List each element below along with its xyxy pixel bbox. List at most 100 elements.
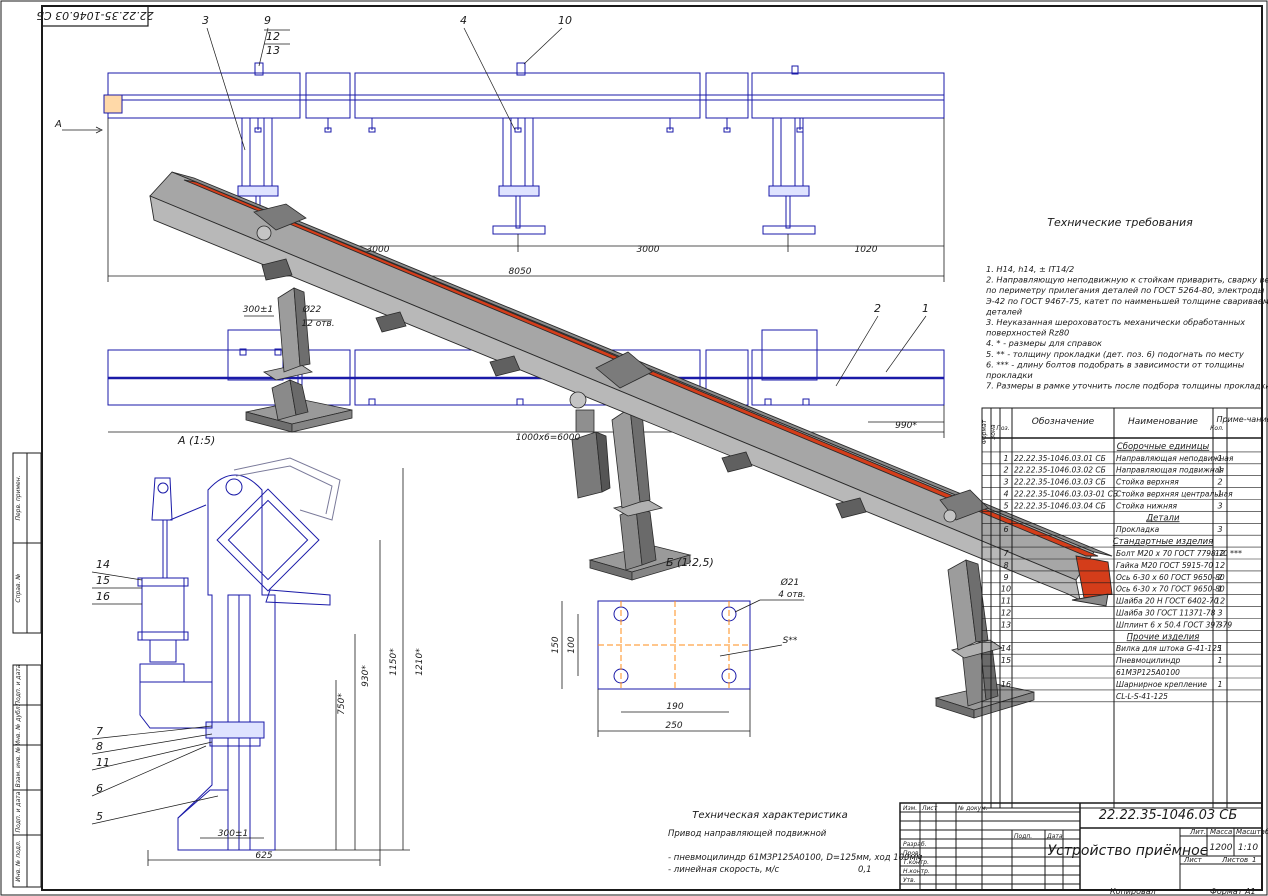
callout-number: 8 <box>96 740 103 753</box>
spec-qty: 3 <box>1217 525 1222 534</box>
spec-qty: 3 <box>1217 501 1222 510</box>
spec-table <box>981 407 1263 809</box>
sheets-label: Листов <box>1221 856 1248 864</box>
sidebar-label: Инв. № дубл. <box>15 704 22 745</box>
spec-qty: 12 <box>1215 597 1225 606</box>
tech-req-line: 3. Неуказанная шероховатость механически… <box>986 317 1245 327</box>
format-label: Формат А1 <box>1210 887 1256 896</box>
spec-name: Вилка для штока G-41-125 <box>1116 644 1222 653</box>
sheet-label: Лист <box>1183 856 1203 864</box>
bolt-hole <box>239 348 247 356</box>
iso-pedestal-center <box>571 407 692 581</box>
sidebar-label: Инв. № подл. <box>15 840 22 881</box>
tech-char-line: 0,1 <box>858 865 872 875</box>
view-a-dims <box>147 468 410 866</box>
spec-name: Стойка верхняя центральная <box>1116 490 1233 499</box>
callout-number: 9 <box>264 14 271 27</box>
spec-code: 22.22.35-1046.03.01 СБ <box>1014 454 1106 463</box>
tech-char-title: Техническая характеристика <box>692 810 848 821</box>
callout-number: 1 <box>922 302 929 315</box>
spec-name: Стойка верхняя <box>1116 478 1179 487</box>
tech-req-line: поверхностей Rz80 <box>986 328 1069 338</box>
spec-pos: 4 <box>1003 490 1008 499</box>
title-block-label: Лист <box>921 805 938 812</box>
spec-section-title: Сборочные единицы <box>1117 442 1210 452</box>
dimension-value: 625 <box>255 851 272 861</box>
spec-pos: 14 <box>1001 644 1011 653</box>
spec-pos: 12 <box>1001 609 1011 618</box>
spec-code: 22.22.35-1046.03.02 СБ <box>1014 466 1106 475</box>
callout-number: 15 <box>96 574 110 587</box>
spec-header: Формат <box>981 419 988 444</box>
callout-number: 10 <box>558 14 572 27</box>
spec-pos: 15 <box>1001 656 1011 665</box>
callout-number: 4 <box>460 14 467 27</box>
spec-name: Направляющая подвижная <box>1116 466 1224 475</box>
drawing-number: 22.22.35-1046.03 СБ <box>1099 808 1238 823</box>
title-block-label: Н.контр. <box>903 868 930 875</box>
spec-section-title: Детали <box>1146 513 1180 523</box>
spec-code: 22.22.35-1046.03.04 СБ <box>1014 501 1106 510</box>
sidebar-label: Подп. и дата <box>15 791 22 832</box>
spec-name: Шайба 20 Н ГОСТ 6402-70 <box>1116 597 1219 606</box>
iso-clamps <box>253 203 989 523</box>
callout-number: 3 <box>202 14 209 27</box>
spec-qty: 3 <box>1217 620 1222 629</box>
view-b-plate <box>597 600 751 690</box>
hanger-tab <box>368 127 376 133</box>
bolt-hole <box>274 348 282 356</box>
hanger-tab <box>324 127 332 133</box>
dimension-value: 100 <box>567 636 577 653</box>
spec-qty: 1 <box>1217 454 1222 463</box>
dimension-value: 8050 <box>509 267 532 277</box>
hanger-tab <box>666 127 674 133</box>
title-block-label: Разраб. <box>903 841 927 848</box>
spec-header: Наименование <box>1128 417 1198 427</box>
dimension-value: 12 отв. <box>301 319 334 329</box>
spec-code: 22.22.35-1046.03.03-01 СБ <box>1014 490 1118 499</box>
title-block-label: Дата <box>1046 833 1063 840</box>
rotated-number-box: 22.22.35-1046.03 СБ <box>36 5 154 27</box>
tech-req-line: 5. ** - толщину прокладки (дет. поз. 6) … <box>986 349 1244 359</box>
callout-number: 5 <box>96 810 103 823</box>
tech-req-line: 7. Размеры в рамке уточнить после подбор… <box>986 381 1268 391</box>
scale-label: Масштаб <box>1236 828 1268 836</box>
bolt-hole <box>764 398 772 406</box>
tech-req-line: 1. Н14, h14, ± IT14/2 <box>986 264 1074 274</box>
spec-pos: 13 <box>1001 620 1011 629</box>
view-a-label: А (1:5) <box>177 434 215 447</box>
dimension-value: 150 <box>551 636 561 653</box>
rotated-drawing-number: 22.22.35-1046.03 СБ <box>36 9 153 22</box>
left-sidebar <box>12 452 42 888</box>
callout-number: 14 <box>96 558 110 571</box>
title-block-label: Подп. <box>1014 833 1032 840</box>
dimension-value: 1020 <box>855 245 878 255</box>
title-block <box>899 802 1263 891</box>
spec-name: Шплинт 6 х 50.4 ГОСТ 397-79 <box>1116 620 1232 629</box>
spec-qty: 1 <box>1217 490 1222 499</box>
tech-req-line: 6. *** - длину болтов подобрать в зависи… <box>986 359 1245 369</box>
top-dim-lines <box>62 118 945 282</box>
view-b-dims <box>561 599 804 737</box>
iso-pedestal-right <box>934 559 1035 719</box>
top-elevation-view <box>103 62 945 235</box>
spec-qty: 12 <box>1215 549 1225 558</box>
tech-req-line: 2. Направляющую неподвижную к стойкам пр… <box>986 275 1268 285</box>
lit-label: Лит. <box>1189 828 1206 836</box>
sheets-value: 1 <box>1252 856 1256 864</box>
title-block-label: Пров. <box>903 850 921 857</box>
text-layer: 22.22.35-1046.03 СБ Устройство приёмное … <box>54 14 1268 896</box>
sidebar-label: Подп. и дата <box>15 664 22 705</box>
dimension-value: Ø21 <box>780 577 800 588</box>
callout-number: 6 <box>96 782 103 795</box>
spec-pos: 7 <box>1003 549 1009 558</box>
spec-name: Ось 6-30 х 60 ГОСТ 9650-80 <box>1116 573 1225 582</box>
spec-header: Обозначение <box>1032 417 1095 427</box>
dimension-value: 1000х6=6000 <box>516 433 581 443</box>
dimension-value: 250 <box>665 721 682 731</box>
spec-name: CL-L-S-41-125 <box>1116 692 1168 701</box>
mass-label: Масса <box>1210 828 1232 836</box>
arrow-a-label: А <box>54 119 62 130</box>
spec-pos: 10 <box>1001 585 1011 594</box>
